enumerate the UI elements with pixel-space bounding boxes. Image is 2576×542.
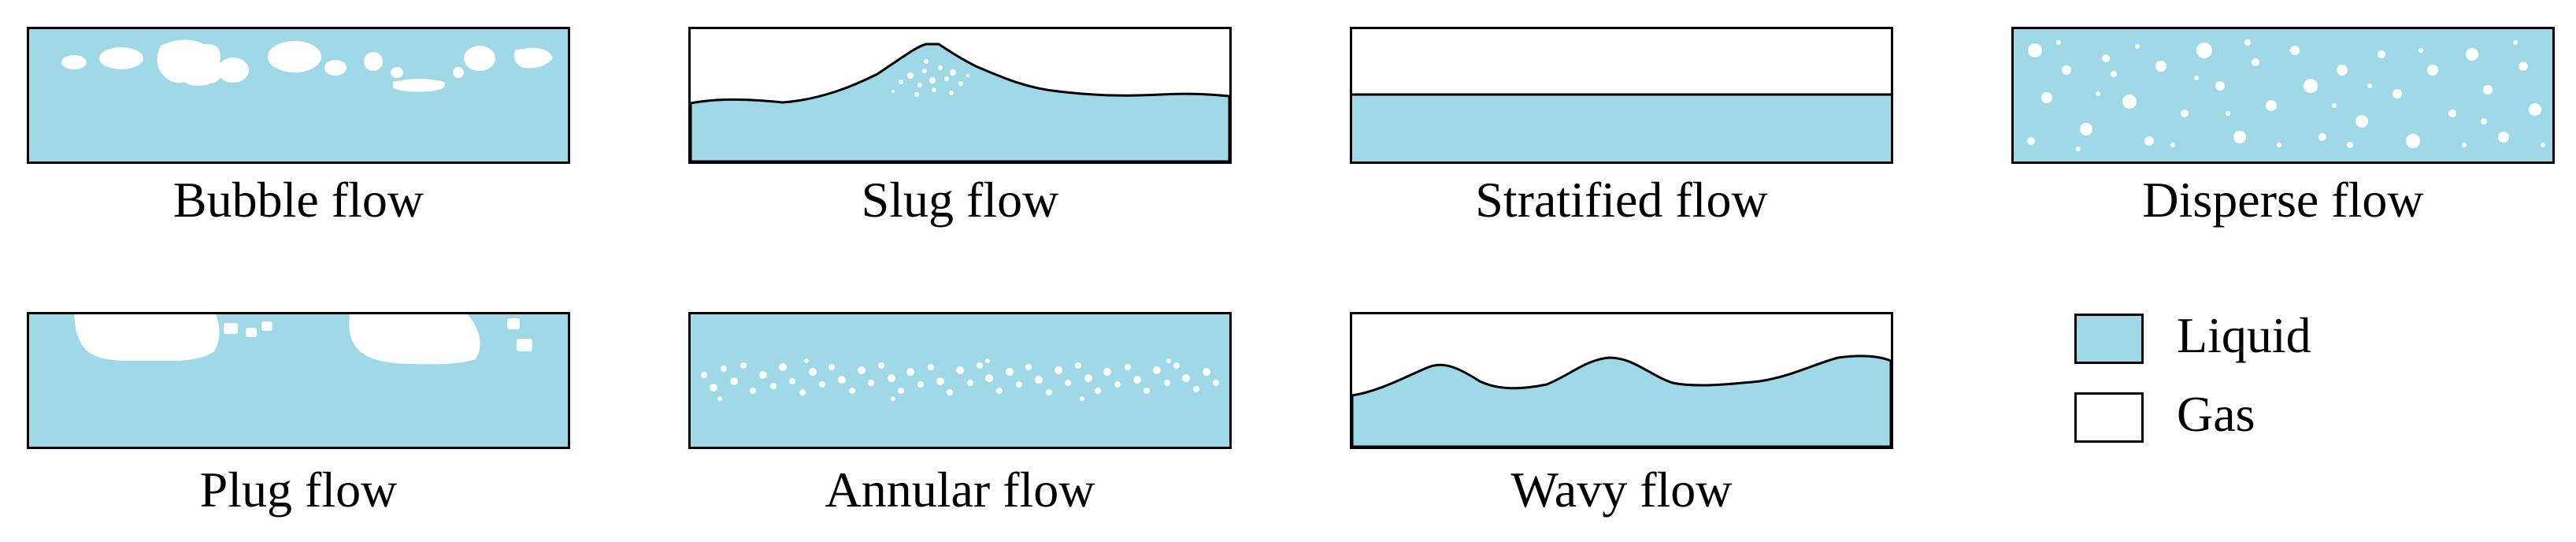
gas-legend-label: Gas — [2177, 386, 2255, 442]
stratified-flow-panel — [1350, 27, 1893, 164]
slug-flow-caption: Slug flow — [861, 172, 1059, 228]
liquid-legend-label: Liquid — [2177, 307, 2311, 363]
wavy-flow-panel — [1350, 312, 1893, 449]
gas-swatch — [2074, 392, 2144, 443]
disperse-flow-panel — [2011, 27, 2555, 164]
annular-flow-caption: Annular flow — [825, 462, 1095, 518]
liquid-swatch — [2074, 314, 2144, 364]
stratified-flow-caption: Stratified flow — [1475, 172, 1768, 228]
slug-flow-panel — [688, 27, 1232, 164]
disperse-flow-caption: Disperse flow — [2142, 172, 2424, 228]
plug-flow-panel — [27, 312, 570, 449]
annular-flow-panel — [688, 312, 1232, 449]
wavy-flow-caption: Wavy flow — [1510, 462, 1733, 518]
bubble-flow-caption: Bubble flow — [172, 172, 424, 228]
plug-flow-caption: Plug flow — [199, 462, 398, 518]
bubble-flow-panel — [27, 27, 570, 164]
